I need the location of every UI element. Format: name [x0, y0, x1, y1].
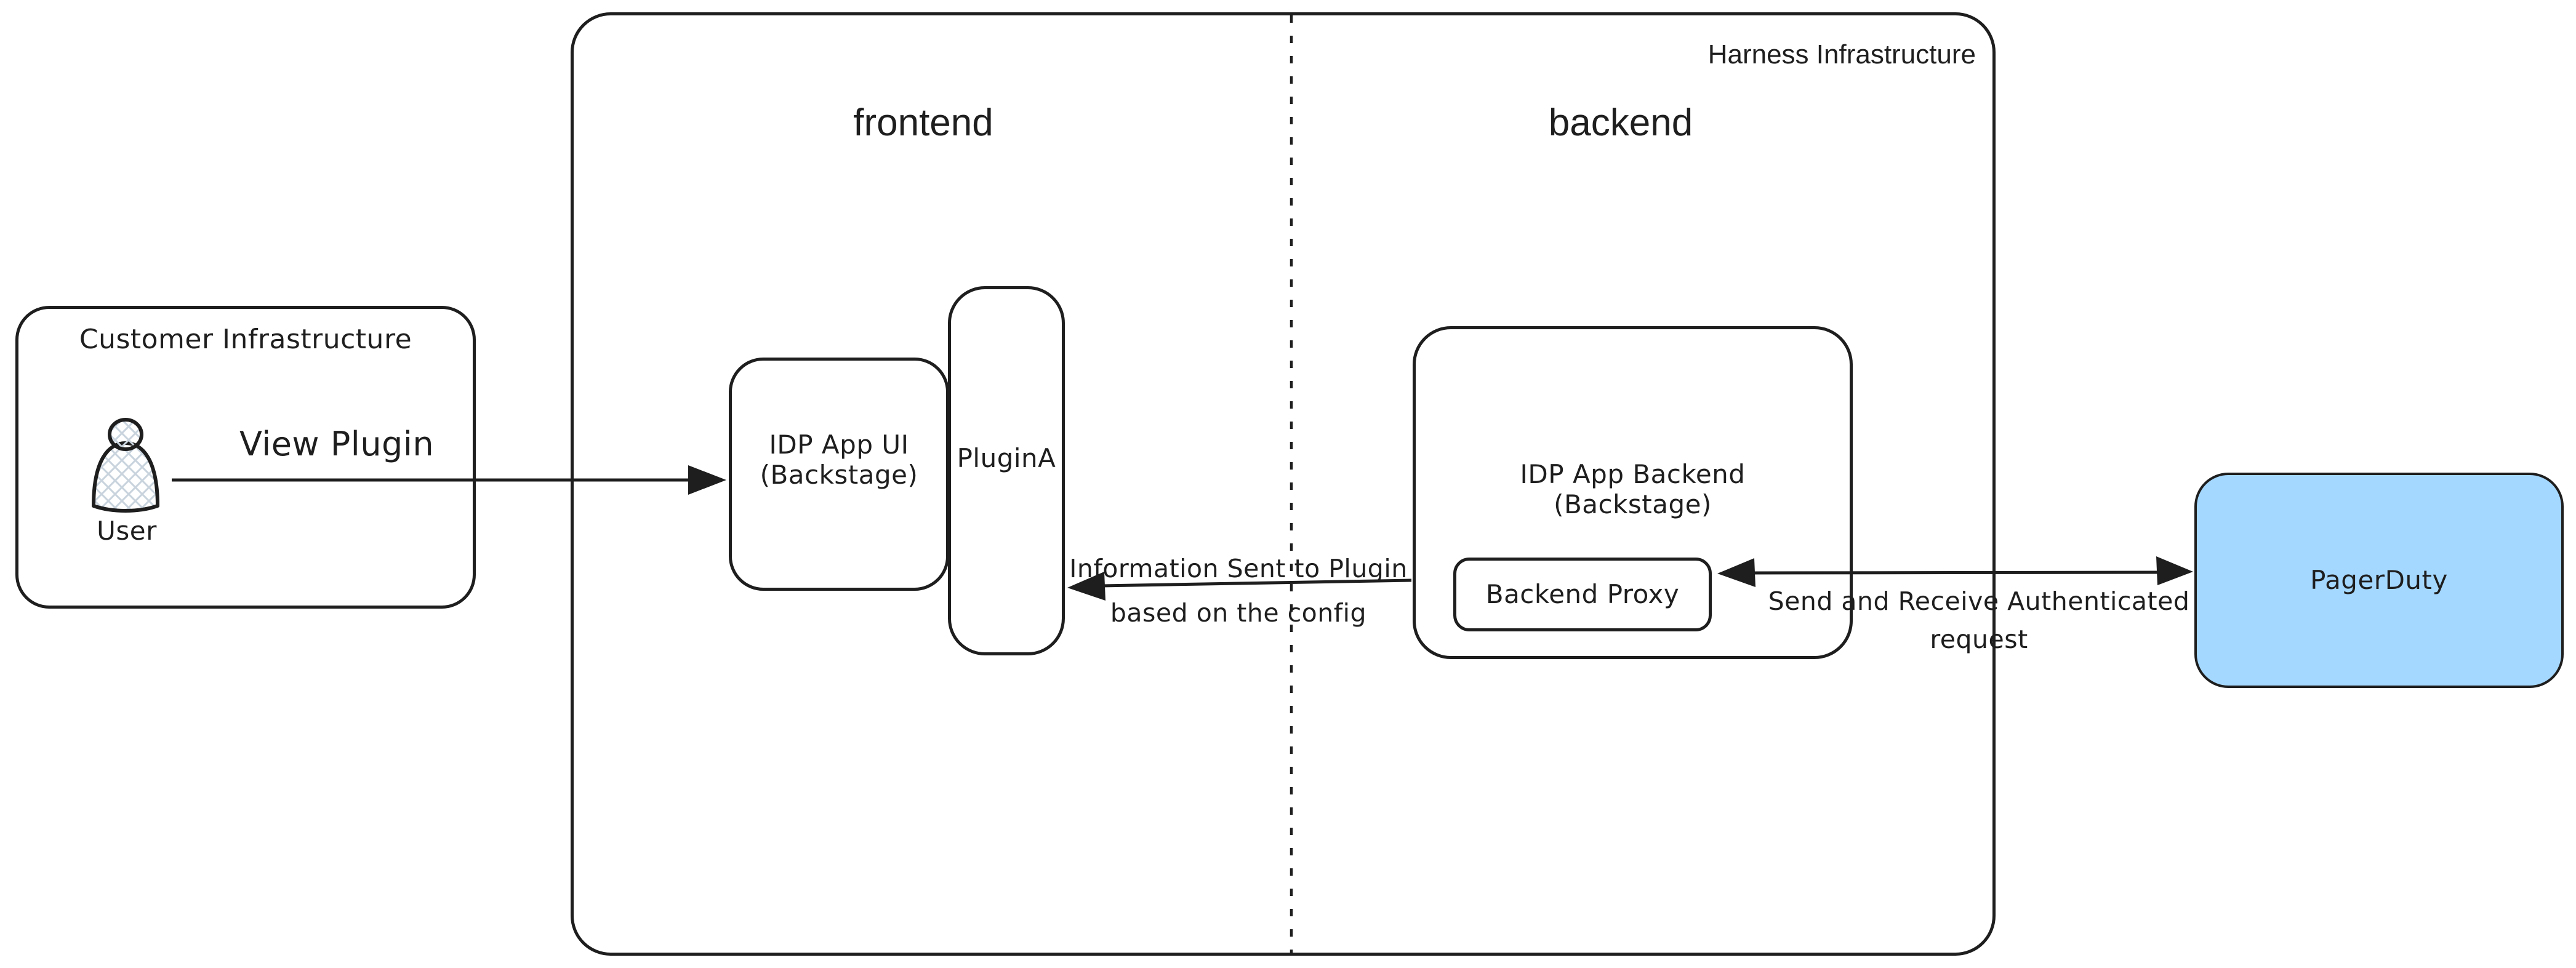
- backend-proxy-node: Backend Proxy: [1453, 558, 1712, 631]
- idp-app-backend-node: IDP App Backend (Backstage): [1413, 326, 1853, 659]
- harness-infrastructure-box: [571, 12, 1996, 956]
- pagerduty-label-wrap: PagerDuty: [2197, 475, 2561, 686]
- user-label: User: [97, 516, 157, 546]
- auth-request-edge-label: Send and Receive Authenticated request: [1757, 582, 2201, 658]
- harness-infrastructure-title: Harness Infrastructure: [1707, 39, 1976, 70]
- idp-app-backend-label-wrap: IDP App Backend (Backstage): [1416, 329, 1850, 656]
- idp-app-ui-label-wrap: IDP App UI (Backstage): [732, 361, 946, 588]
- plugin-a-label-wrap: PluginA: [951, 289, 1062, 652]
- info-sent-edge-label: Information Sent to Plugin based on the …: [1023, 546, 1454, 635]
- idp-app-ui-label: IDP App UI: [769, 429, 909, 460]
- auth-request-edge-label-line1: Send and Receive Authenticated: [1768, 586, 2190, 616]
- idp-app-backend-label: IDP App Backend: [1520, 458, 1746, 489]
- pagerduty-label: PagerDuty: [2310, 564, 2448, 595]
- idp-app-ui-sublabel: (Backstage): [760, 459, 918, 490]
- idp-app-backend-sublabel: (Backstage): [1554, 489, 1712, 519]
- customer-infrastructure-box: Customer Infrastructure: [15, 306, 476, 609]
- idp-app-ui-node: IDP App UI (Backstage): [729, 358, 949, 591]
- frontend-section-label: frontend: [853, 102, 993, 144]
- pagerduty-node: PagerDuty: [2194, 473, 2564, 688]
- backend-proxy-label: Backend Proxy: [1485, 578, 1680, 609]
- auth-request-edge-label-line2: request: [1930, 625, 2028, 654]
- plugin-a-node: PluginA: [948, 286, 1065, 655]
- backend-section-label: backend: [1548, 102, 1693, 144]
- plugin-a-label: PluginA: [957, 442, 1056, 473]
- view-plugin-edge-label: View Plugin: [239, 425, 435, 463]
- customer-infrastructure-title: Customer Infrastructure: [79, 324, 412, 355]
- backend-proxy-label-wrap: Backend Proxy: [1456, 561, 1709, 628]
- info-sent-edge-label-line1: Information Sent to Plugin: [1069, 554, 1408, 583]
- info-sent-edge-label-line2: based on the config: [1110, 598, 1367, 628]
